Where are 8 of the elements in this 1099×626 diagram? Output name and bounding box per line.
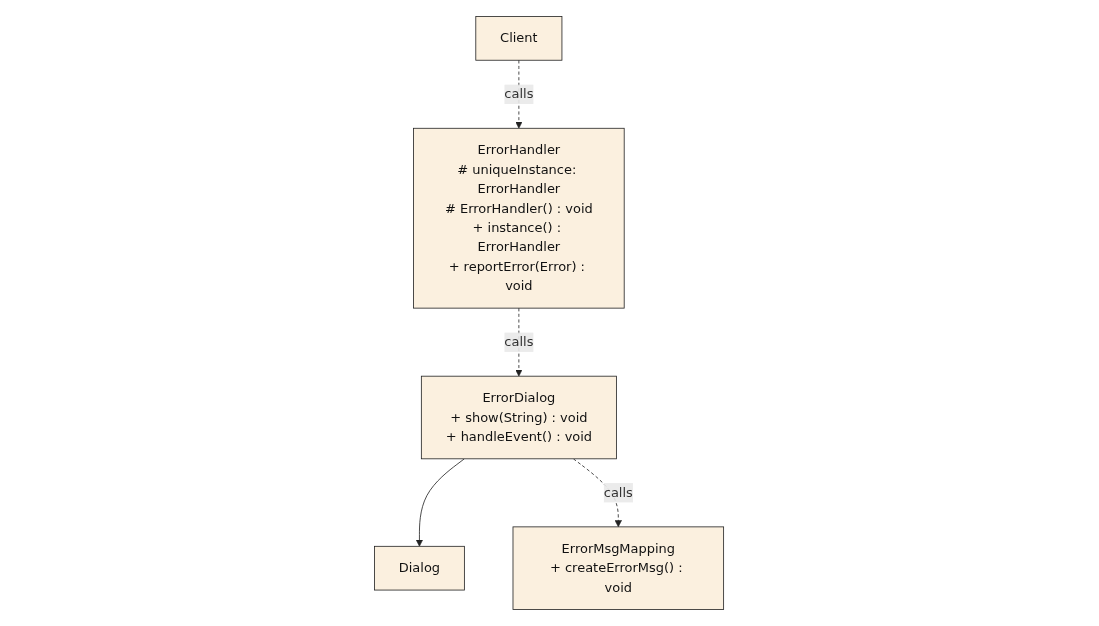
node-box: ErrorMsgMapping + createErrorMsg() : void <box>513 526 725 610</box>
edge-label: calls <box>504 334 534 350</box>
node-box: ErrorDialog + show(String) : void + handleEvent() : void <box>421 375 618 460</box>
node-box: Dialog <box>374 545 466 591</box>
edge-label: calls <box>604 484 634 501</box>
node-box: ErrorHandler # uniqueInstance: ErrorHandler # ErrorHandler() : void + instance() : ErrorHandler + reportError(Error) : void <box>413 127 626 309</box>
node-box: Client <box>475 16 563 61</box>
edge-label: calls <box>504 86 534 102</box>
